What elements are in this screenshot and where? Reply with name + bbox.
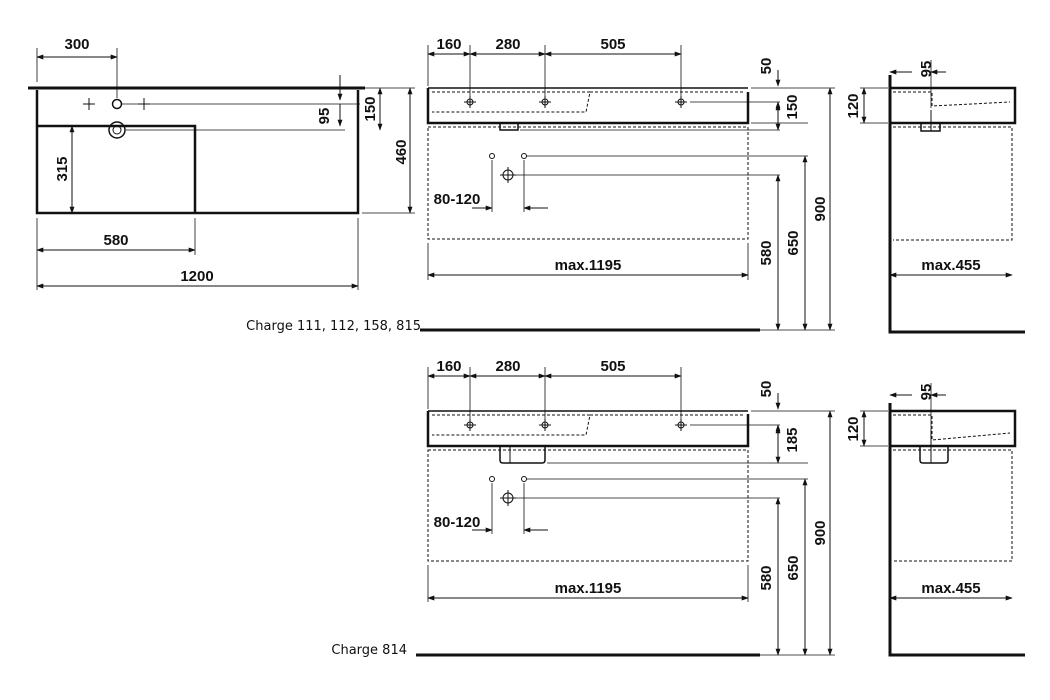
dim-580: 580 — [758, 240, 775, 265]
tap-hole-icon — [464, 96, 687, 108]
dim-rim-to-top: 50 — [758, 58, 775, 75]
dim-650: 650 — [785, 555, 802, 580]
dim-waste-from-tap: 95 — [316, 108, 333, 125]
dim-overall-width: 1200 — [180, 268, 213, 285]
dim-bowl-height: 185 — [784, 427, 801, 452]
dim-580: 580 — [758, 565, 775, 590]
front-view-variant-2: 160 280 505 max.1195 80-120 50 185 580 6… — [331, 358, 835, 658]
dim-side-max-depth: max.455 — [921, 257, 980, 274]
dim-tap-from-back: 150 — [362, 96, 379, 121]
dim-overall-depth: 460 — [393, 139, 410, 164]
front-view-variant-1: 160 280 505 max.1195 80-120 50 150 580 6… — [246, 36, 835, 334]
connection-icon — [489, 476, 527, 506]
side-view-variant-1: 120 95 max.455 — [845, 60, 1025, 334]
caption-variant-1: Charge 111, 112, 158, 815 — [246, 319, 421, 334]
dim-bowl-depth: 315 — [54, 156, 71, 181]
tap-hole-icon — [464, 419, 687, 431]
dim-rim-to-top: 50 — [758, 381, 775, 398]
dim-160: 160 — [436, 358, 461, 375]
dim-900: 900 — [812, 520, 829, 545]
dim-side-depth: 120 — [845, 93, 862, 118]
connection-icon — [489, 153, 527, 183]
dim-bowl-height: 150 — [784, 94, 801, 119]
dim-900: 900 — [812, 196, 829, 221]
dim-160: 160 — [436, 36, 461, 53]
plan-view: 300 580 1200 460 150 95 315 — [28, 36, 415, 290]
side-view-variant-2: 120 95 max.455 — [845, 383, 1025, 657]
dim-tap-offset: 300 — [64, 36, 89, 53]
dim-waste-range: 80-120 — [434, 514, 481, 531]
dim-max-width: max.1195 — [555, 580, 622, 597]
dim-280: 280 — [495, 358, 520, 375]
dim-505: 505 — [600, 358, 625, 375]
dim-280: 280 — [495, 36, 520, 53]
dim-bowl-width: 580 — [103, 232, 128, 249]
dim-650: 650 — [785, 230, 802, 255]
waste-outlet-icon — [108, 121, 126, 139]
dim-side-max-depth: max.455 — [921, 580, 980, 597]
dim-side-waste: 95 — [918, 61, 935, 78]
dim-max-width: max.1195 — [555, 257, 622, 274]
dim-505: 505 — [600, 36, 625, 53]
dim-side-waste: 95 — [918, 384, 935, 401]
dim-waste-range: 80-120 — [434, 191, 481, 208]
caption-variant-2: Charge 814 — [331, 643, 407, 658]
dim-side-depth: 120 — [845, 416, 862, 441]
